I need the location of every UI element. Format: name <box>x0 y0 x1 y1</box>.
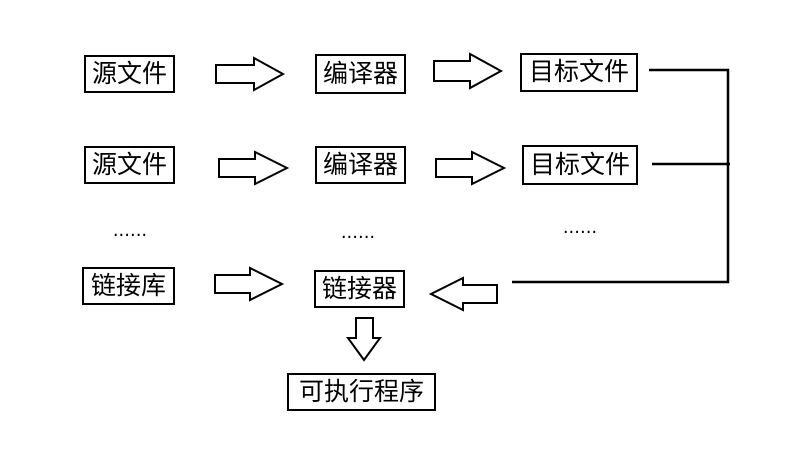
source-file-box-2: 源文件 <box>84 146 175 184</box>
executable-label: 可执行程序 <box>299 377 424 406</box>
linker-box: 链接器 <box>314 270 405 308</box>
down-arrow-icon <box>346 317 382 362</box>
library-box: 链接库 <box>82 267 175 305</box>
linker-label: 链接器 <box>322 274 397 303</box>
compiler-box-1: 编译器 <box>315 54 406 94</box>
compiler-label-2: 编译器 <box>323 150 398 179</box>
object-file-box-2: 目标文件 <box>522 145 638 185</box>
left-arrow-icon <box>428 276 498 312</box>
ellipsis-source: ...... <box>113 220 147 241</box>
ellipsis-compiler: ...... <box>341 222 375 243</box>
right-arrow-icon <box>215 56 286 92</box>
object-file-box-1: 目标文件 <box>520 53 638 92</box>
right-arrow-icon <box>214 266 285 302</box>
object-file-label-1: 目标文件 <box>529 57 629 86</box>
compiler-label-1: 编译器 <box>323 59 398 88</box>
right-arrow-icon <box>435 150 507 186</box>
right-arrow-icon <box>218 150 290 186</box>
executable-box: 可执行程序 <box>287 373 436 411</box>
object-files-connector <box>512 68 730 284</box>
object-file-label-2: 目标文件 <box>530 150 630 179</box>
ellipsis-object: ...... <box>563 217 597 238</box>
source-file-label-2: 源文件 <box>92 150 167 179</box>
source-file-label-1: 源文件 <box>92 59 167 88</box>
compiler-box-2: 编译器 <box>315 146 406 184</box>
library-label: 链接库 <box>91 271 166 300</box>
right-arrow-icon <box>433 52 504 90</box>
source-file-box-1: 源文件 <box>84 55 175 93</box>
